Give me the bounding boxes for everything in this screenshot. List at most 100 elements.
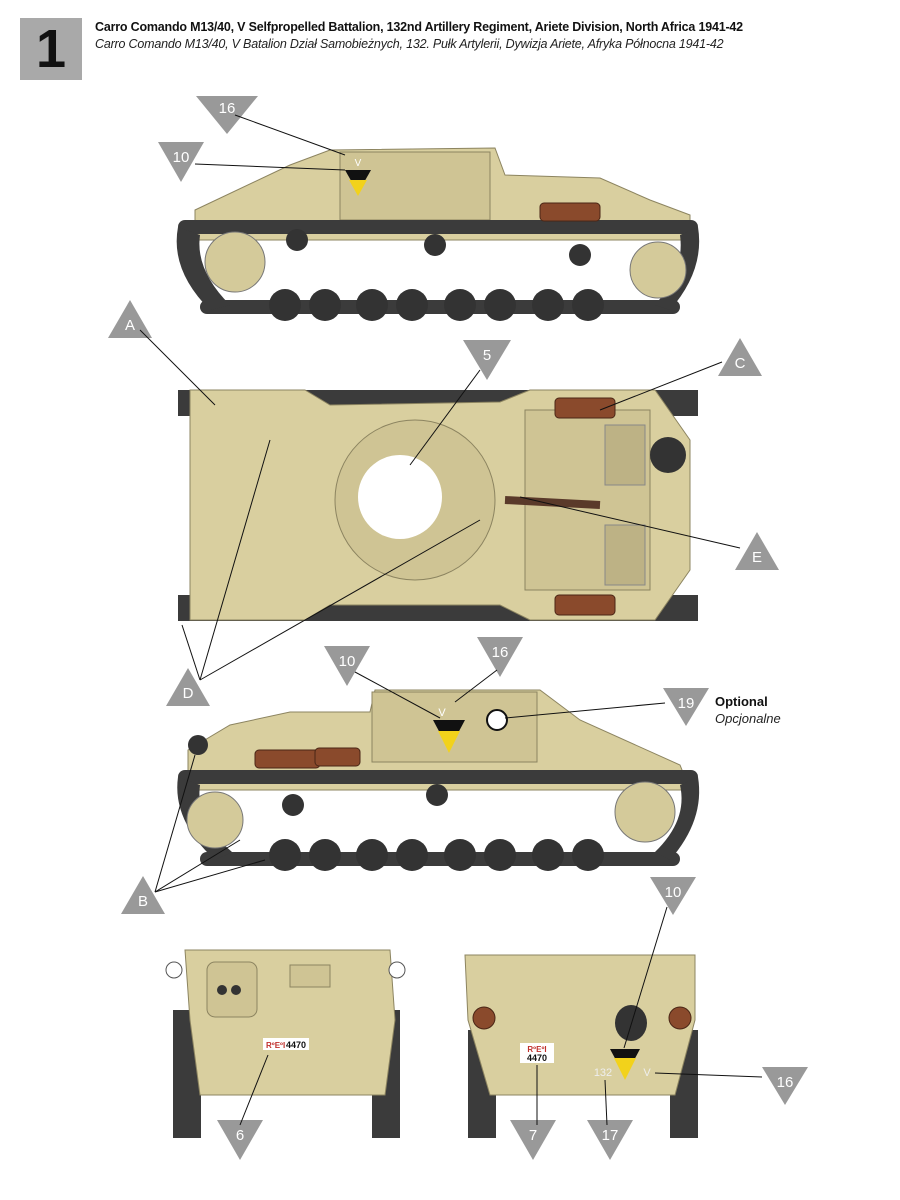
leader-line [199, 439, 271, 681]
license-plate [263, 1038, 309, 1050]
scheme-subtitle: Carro Comando M13/40, V Batalion Dział S… [95, 37, 724, 51]
tank-part [165, 961, 183, 979]
callout-triangle [650, 877, 696, 915]
leader-line [154, 839, 241, 893]
callout-triangle [510, 1120, 556, 1160]
tank-part [426, 784, 448, 806]
callout-label: 4470 [286, 1040, 306, 1050]
scheme-title: Carro Comando M13/40, V Selfpropelled Ba… [95, 20, 743, 34]
regiment-marking: 132 [594, 1067, 612, 1079]
tank-part [532, 839, 564, 871]
tank-part [188, 735, 208, 755]
leader-line [604, 1079, 608, 1126]
callout-label: 17 [602, 1127, 619, 1144]
callout-triangle [735, 532, 779, 570]
leader-line [409, 369, 481, 466]
callout-label: 6 [236, 1127, 244, 1144]
callout-label: RºEºI [266, 1041, 285, 1050]
tank-part [572, 839, 604, 871]
battalion-marking: V [355, 158, 362, 169]
callout-label: E [752, 549, 762, 566]
callout-A: A [108, 300, 216, 406]
battalion-marking: V [643, 1067, 651, 1079]
tank-part [438, 731, 460, 753]
tank-part [484, 289, 516, 321]
tank-part [396, 839, 428, 871]
license-plate [520, 1043, 554, 1063]
tank-part [254, 749, 321, 769]
tank-part [614, 1058, 636, 1080]
tank-part [269, 289, 301, 321]
tank-part [309, 289, 341, 321]
callout-triangle [477, 637, 523, 677]
callout-label: 10 [665, 884, 682, 901]
road-wheels [269, 229, 604, 321]
tank-part [309, 839, 341, 871]
tank-part [569, 244, 591, 266]
callout-C: C [599, 338, 762, 411]
tank-part [204, 231, 266, 293]
callout-10-rear: 10 [623, 877, 696, 1049]
callout-7: 7 [510, 1065, 556, 1160]
tank-part [604, 424, 646, 486]
tank-part [424, 234, 446, 256]
callout-triangle [108, 300, 152, 338]
tank-part [464, 954, 696, 1096]
optional-label-polish: Opcjonalne [715, 711, 781, 726]
callout-triangle [158, 142, 204, 182]
tank-part [178, 770, 698, 784]
tank-part [650, 437, 686, 473]
tank-part [629, 241, 687, 299]
callout-triangle [718, 338, 762, 376]
callout-triangle [587, 1120, 633, 1160]
tank-part [358, 455, 442, 539]
tank-part [484, 839, 516, 871]
callout-label: C [735, 355, 746, 372]
callout-E: E [519, 496, 779, 570]
right-side-view: V [177, 689, 700, 871]
callout-label: 4470 [527, 1053, 547, 1063]
callout-triangle [217, 1120, 263, 1160]
callout-16-side1: 16 [196, 96, 346, 156]
tank-part [572, 289, 604, 321]
tank-part [286, 229, 308, 251]
leader-line [199, 519, 481, 681]
callout-5: 5 [409, 340, 511, 466]
callout-label: D [183, 685, 194, 702]
callout-label: B [138, 893, 148, 910]
tank-part [356, 839, 388, 871]
leader-line [154, 859, 266, 893]
callout-triangle [196, 96, 258, 134]
leader-line [654, 1072, 763, 1078]
road-wheels [269, 784, 604, 871]
tank-part [444, 839, 476, 871]
tank-part [388, 961, 406, 979]
tank-part [604, 524, 646, 586]
callout-label: 5 [483, 347, 491, 364]
callout-10-side2: 10 [324, 646, 441, 719]
callout-17: 17 [587, 1079, 633, 1160]
callout-label: 16 [219, 100, 236, 117]
left-side-view: V [176, 147, 700, 321]
tank-part [504, 496, 601, 509]
leader-line [599, 361, 723, 411]
callout-triangle [663, 688, 709, 726]
leader-line [519, 496, 741, 549]
tank-part [444, 289, 476, 321]
leader-line [623, 906, 668, 1049]
callout-label: 19 [678, 695, 695, 712]
tank-part [655, 777, 700, 860]
callout-label: A [125, 317, 135, 334]
leader-line [154, 754, 196, 893]
unit-emblem [486, 709, 508, 731]
callout-label: 10 [173, 149, 190, 166]
callout-6: 6 [217, 1054, 269, 1160]
tank-part [314, 747, 361, 767]
leader-line [239, 1054, 269, 1126]
tank-part [615, 1005, 647, 1041]
tank-part [554, 594, 616, 616]
callout-label: 7 [529, 1127, 537, 1144]
callout-D: D [166, 439, 481, 706]
